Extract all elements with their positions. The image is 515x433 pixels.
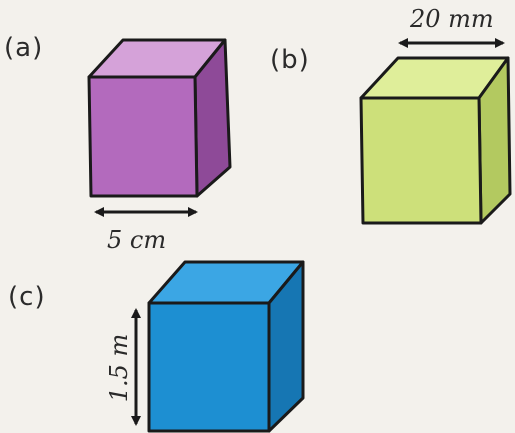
label-part-a: (a): [4, 33, 44, 63]
cube-c-front-face: [147, 301, 271, 433]
cube-c-dimension-label: 1.5 m: [105, 333, 133, 403]
cube-a-dimension-label: 5 cm: [107, 226, 167, 254]
cube-a: [87, 38, 232, 198]
cube-b: [359, 56, 512, 225]
label-part-b: (b): [270, 45, 310, 75]
label-part-c: (c): [8, 282, 46, 312]
cube-b-front-face: [359, 96, 483, 225]
cube-a-front-face: [87, 75, 199, 198]
cube-c: [147, 260, 305, 433]
cube-b-dimension-label: 20 mm: [410, 5, 494, 33]
